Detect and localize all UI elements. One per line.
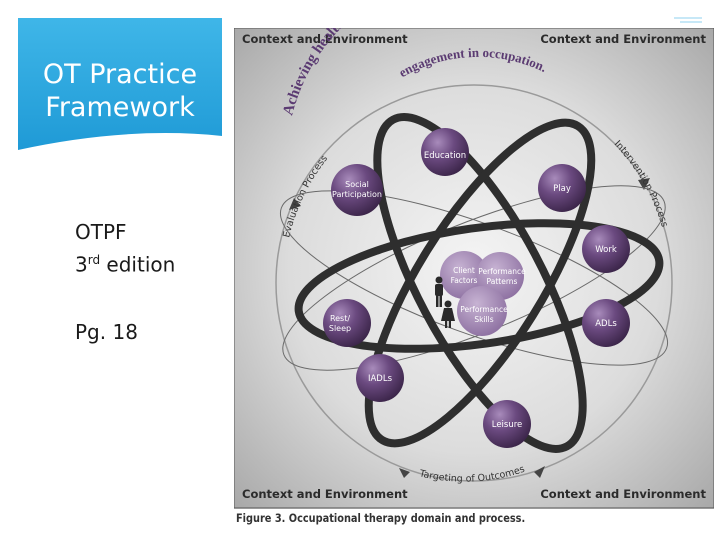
edition-line: 3rd edition — [75, 246, 175, 279]
thick-orbits — [294, 113, 664, 453]
thick-orbit-diagonal-2 — [364, 118, 596, 448]
leisure-label: Leisure — [492, 420, 523, 430]
social-label-2: Participation — [332, 190, 382, 199]
edition-suffix: rd — [87, 253, 101, 267]
outer-process-circle — [275, 84, 673, 482]
adls-ball — [582, 299, 630, 347]
social-label-1: Social — [345, 180, 369, 189]
person-dress-icon — [441, 300, 455, 328]
performance-skills-label-2: Skills — [474, 315, 493, 324]
edition-word: edition — [100, 252, 176, 277]
corner-label-top-right: Context and Environment — [540, 32, 706, 46]
edition-text: OTPF 3rd edition — [75, 218, 175, 279]
figure-caption: Figure 3. Occupational therapy domain an… — [236, 511, 526, 525]
client-factors-label-1: Client — [453, 266, 475, 275]
center-cluster: Client Factors Performance Patterns Perf… — [435, 251, 526, 336]
education-label: Education — [424, 151, 466, 161]
rest-label-1: Rest/ — [330, 314, 350, 323]
rest-label-2: Sleep — [329, 324, 351, 333]
work-ball — [582, 225, 630, 273]
slide-title: OT Practice Framework — [42, 59, 198, 123]
person-icon — [435, 276, 443, 307]
otpf-diagram: Context and Environment Context and Envi… — [234, 28, 714, 508]
thick-orbit-horizontal — [294, 219, 664, 353]
subtitle-main: OTPF — [75, 220, 127, 244]
client-factors-label-2: Factors — [451, 276, 478, 285]
arrow-head-bottom-right — [534, 466, 545, 478]
corner-label-bottom-right: Context and Environment — [540, 487, 706, 501]
rest-sleep-ball — [323, 299, 371, 347]
performance-skills-ball — [457, 286, 507, 336]
caption-divider — [234, 508, 714, 509]
corner-label-top-left: Context and Environment — [242, 32, 408, 46]
work-label: Work — [595, 245, 617, 255]
adls-label: ADLs — [595, 319, 617, 329]
arrow-head-bottom-left — [399, 468, 410, 478]
iadls-ball — [356, 354, 404, 402]
performance-patterns-label-2: Patterns — [487, 277, 518, 286]
occupation-balls: Education Social Participation Play Work… — [323, 128, 630, 448]
leisure-ball — [483, 400, 531, 448]
thick-orbit-diagonal-1 — [373, 113, 587, 453]
decorative-lines — [674, 17, 702, 23]
performance-patterns-label-1: Performance — [478, 267, 526, 276]
page-reference: Pg. 18 — [75, 320, 138, 344]
iadls-label: IADLs — [368, 374, 393, 384]
arrow-head-right — [638, 178, 650, 190]
title-band: OT Practice Framework — [18, 18, 222, 150]
edition-number: 3 — [75, 252, 88, 277]
title-band-shape — [18, 18, 222, 150]
arrow-head-left — [289, 198, 301, 210]
education-ball — [421, 128, 469, 176]
corner-label-bottom-left: Context and Environment — [242, 487, 408, 501]
performance-skills-label-1: Performance — [460, 305, 508, 314]
play-ball — [538, 164, 586, 212]
play-label: Play — [553, 184, 571, 194]
social-participation-ball — [331, 164, 383, 216]
